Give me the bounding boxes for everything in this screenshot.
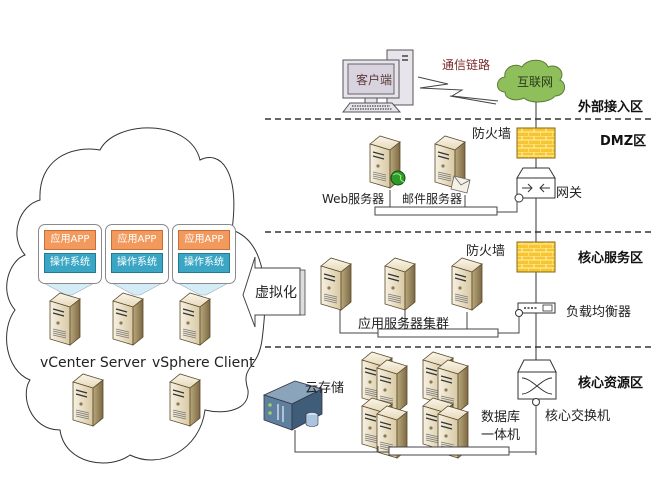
envelope-icon	[450, 175, 471, 194]
dmz-network-bus	[374, 190, 518, 216]
load-balancer-label: 负载均衡器	[566, 305, 632, 320]
virtualization-label: 虚拟化	[255, 285, 297, 301]
core-firewall-icon	[516, 241, 556, 273]
zone-label-external: 外部接入区	[578, 100, 644, 115]
vm-box: 应用APP 操作系统	[38, 224, 102, 284]
mail-server-label: 邮件服务器	[402, 192, 463, 206]
client-label: 客户端	[356, 73, 393, 87]
database-label-line2: 一体机	[481, 428, 521, 443]
internet-label: 互联网	[517, 75, 554, 89]
web-server-label: Web服务器	[322, 192, 385, 206]
cluster-network-bus	[339, 310, 520, 338]
storage-label: 云存储	[305, 381, 345, 396]
vsphere-label: vSphere Client	[152, 355, 255, 371]
vm-app-label: 应用APP	[44, 230, 96, 250]
host-server-3-icon	[179, 292, 211, 346]
communication-link-label: 通信链路	[442, 58, 491, 72]
communication-link-icon	[417, 76, 499, 102]
gateway-icon	[514, 167, 556, 203]
core-firewall-label: 防火墙	[466, 244, 506, 259]
host-server-2-icon	[112, 292, 144, 346]
zone-label-core-resource: 核心资源区	[578, 376, 644, 391]
app-server-2-icon	[384, 257, 416, 311]
vcenter-server-icon	[72, 373, 104, 427]
globe-icon	[390, 170, 406, 186]
cluster-label: 应用服务器集群	[358, 317, 450, 332]
vm-app-label: 应用APP	[111, 230, 163, 250]
vsphere-client-icon	[169, 373, 201, 427]
vm-box: 应用APP 操作系统	[105, 224, 169, 284]
gateway-label: 网关	[556, 186, 583, 201]
vm-box: 应用APP 操作系统	[172, 224, 236, 284]
host-server-1-icon	[49, 292, 81, 346]
dmz-firewall-icon	[516, 127, 556, 159]
vm-os-label: 操作系统	[111, 253, 163, 273]
zone-label-dmz: DMZ区	[600, 134, 647, 149]
zone-separators	[265, 118, 655, 348]
virtualization-cloud	[6, 127, 266, 464]
database-label-line1: 数据库	[481, 410, 521, 425]
virtualization-arrow	[242, 256, 306, 328]
client-computer-icon	[341, 49, 414, 113]
vcenter-label: vCenter Server	[40, 355, 146, 371]
cloud-storage-icon	[262, 380, 324, 431]
internet-cloud-icon	[497, 59, 566, 103]
core-switch-label: 核心交换机	[545, 409, 611, 424]
vm-os-label: 操作系统	[44, 253, 96, 273]
vm-app-label: 应用APP	[178, 230, 230, 250]
zone-label-core-service: 核心服务区	[578, 251, 644, 266]
app-server-1-icon	[320, 257, 352, 311]
vm-os-label: 操作系统	[178, 253, 230, 273]
dmz-firewall-label: 防火墙	[472, 127, 512, 142]
app-server-3-icon	[451, 257, 483, 311]
core-switch-icon	[517, 359, 557, 406]
load-balancer-icon	[515, 302, 556, 317]
resource-network-bus	[294, 406, 537, 456]
